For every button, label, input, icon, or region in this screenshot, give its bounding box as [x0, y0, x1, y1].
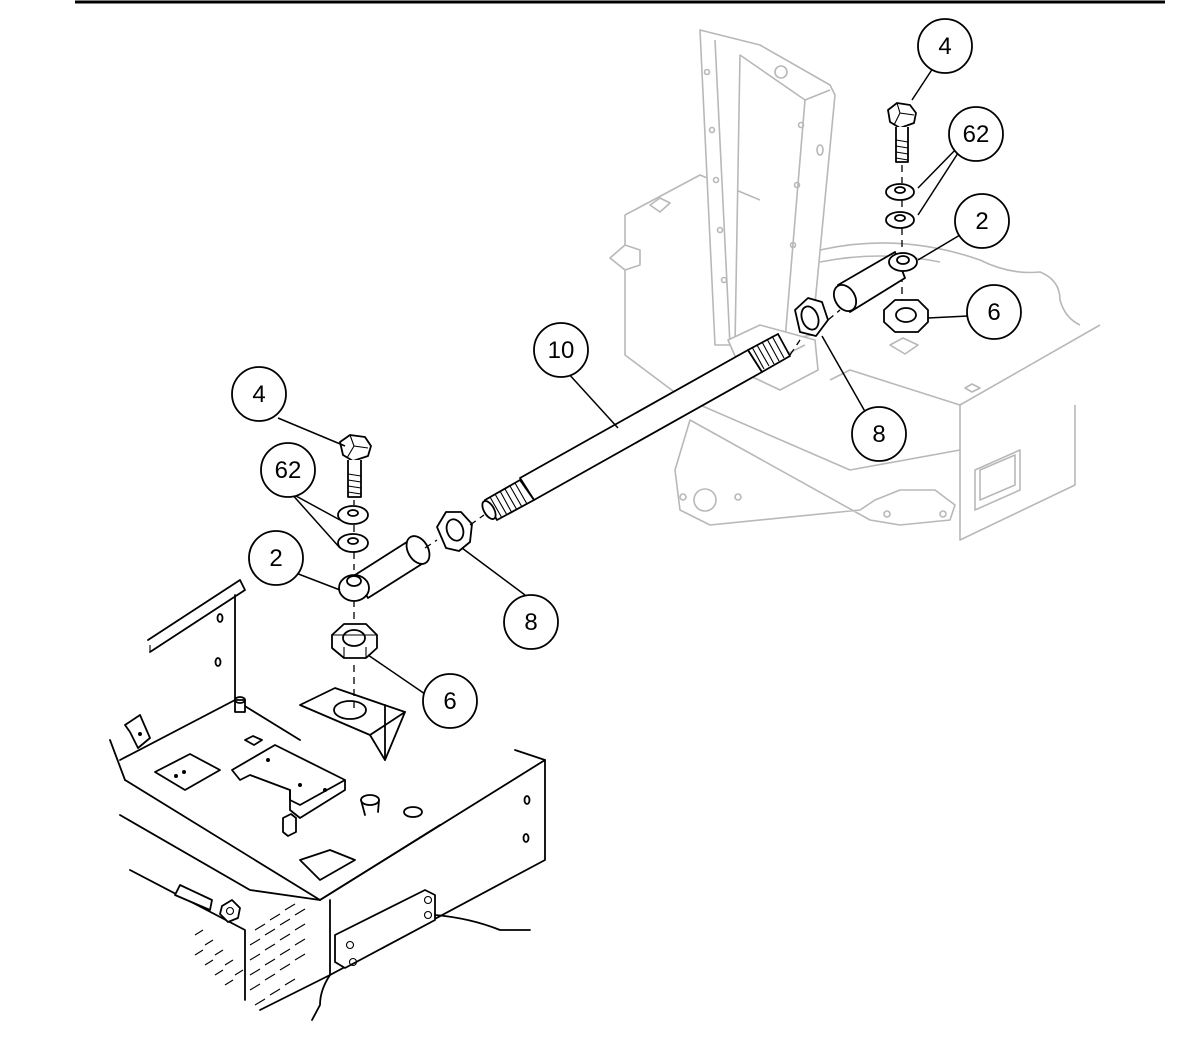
- callout-circle: [533, 322, 589, 378]
- leader-lines: [277, 64, 969, 695]
- top-bolt: [887, 102, 917, 163]
- callout-c8-top: 8: [851, 406, 907, 462]
- top-washers: [885, 183, 915, 229]
- left-rod-end: [338, 535, 431, 602]
- callout-circle: [260, 442, 316, 498]
- callout-c6-top: 6: [966, 284, 1022, 340]
- callout-circle: [851, 406, 907, 462]
- lower-frame-assembly: [109, 579, 546, 1021]
- callout-c8-left: 8: [503, 594, 559, 650]
- callout-c62-top: 62: [948, 106, 1004, 162]
- callout-label: 4: [938, 33, 951, 60]
- callout-c62-left: 62: [260, 442, 316, 498]
- left-jam-nut: [436, 511, 473, 552]
- callout-c10: 10: [533, 322, 589, 378]
- callout-circle: [948, 106, 1004, 162]
- callout-circle: [954, 193, 1010, 249]
- tie-rod: [481, 333, 791, 521]
- callout-circle: [248, 530, 304, 586]
- left-nut: [331, 623, 378, 659]
- callout-label: 6: [443, 688, 456, 715]
- callout-bubbles: 4 62 2 6 8 10 4 62 2 8 6: [231, 18, 1022, 729]
- callout-label: 8: [524, 609, 537, 636]
- callout-c4-left: 4: [231, 366, 287, 422]
- callout-circle: [917, 18, 973, 74]
- callout-c4-top: 4: [917, 18, 973, 74]
- callout-label: 2: [975, 208, 988, 235]
- top-nut: [883, 299, 929, 333]
- top-rod-end: [832, 251, 918, 313]
- callout-circle: [503, 594, 559, 650]
- callout-label: 4: [252, 381, 265, 408]
- callout-circle: [422, 673, 478, 729]
- callout-c2-top: 2: [954, 193, 1010, 249]
- callout-c2-left: 2: [248, 530, 304, 586]
- callout-label: 2: [269, 545, 282, 572]
- vent-slots: [194, 903, 306, 1006]
- left-washers: [337, 505, 369, 553]
- callout-label: 62: [963, 121, 990, 148]
- callout-c6-left: 6: [422, 673, 478, 729]
- callout-label: 8: [872, 421, 885, 448]
- callout-label: 10: [548, 337, 575, 364]
- callout-circle: [231, 366, 287, 422]
- callout-label: 62: [275, 457, 302, 484]
- left-bolt: [339, 434, 372, 498]
- callout-label: 6: [987, 299, 1000, 326]
- callout-circle: [966, 284, 1022, 340]
